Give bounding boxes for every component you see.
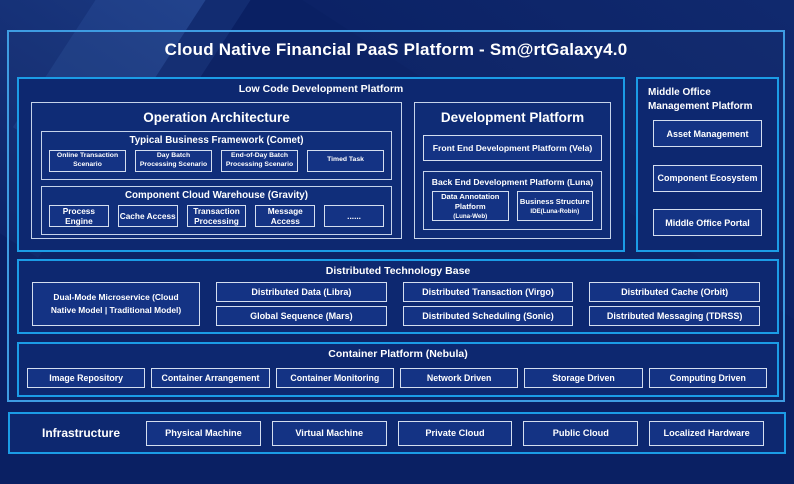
box-container-monitoring: Container Monitoring xyxy=(275,368,394,388)
distributed-column-2: Distributed Transaction (Virgo) Distribu… xyxy=(402,282,574,326)
container-platform-label: Container Platform (Nebula) xyxy=(328,348,468,360)
box-component-ecosystem: Component Ecosystem xyxy=(653,164,762,192)
platform-frame: Cloud Native Financial PaaS Platform - S… xyxy=(7,30,785,402)
box-transaction-processing: Transaction Processing xyxy=(186,204,247,228)
box-front-end-development-platform-vela: Front End Development Platform (Vela) xyxy=(423,135,602,161)
infrastructure-label: Infrastructure xyxy=(42,426,121,440)
box-data-annotation-platform-luna-web: Data Annotation Platform (Luna-Web) xyxy=(432,190,509,221)
section-middle-office-management-platform: Middle Office Management Platform Asset … xyxy=(636,77,779,252)
box-localized-hardware: Localized Hardware xyxy=(649,420,765,446)
subsection-operation-architecture: Operation Architecture Typical Business … xyxy=(31,102,402,239)
distributed-technology-base-body: Dual-Mode Microservice (Cloud Native Mod… xyxy=(32,282,761,326)
group-component-cloud-warehouse: Component Cloud Warehouse (Gravity) Proc… xyxy=(41,185,392,236)
group-typical-business-framework: Typical Business Framework (Comet) Onlin… xyxy=(41,131,392,180)
box-dual-mode-microservice: Dual-Mode Microservice (Cloud Native Mod… xyxy=(32,282,200,326)
box-image-repository: Image Repository xyxy=(27,368,146,388)
distributed-column-1: Distributed Data (Libra) Global Sequence… xyxy=(216,282,387,326)
box-virtual-machine: Virtual Machine xyxy=(271,420,387,446)
typical-business-framework-label: Typical Business Framework (Comet) xyxy=(129,135,304,146)
box-private-cloud: Private Cloud xyxy=(397,420,513,446)
middle-office-platform-label: Middle Office Management Platform xyxy=(648,87,753,112)
data-annotation-platform-title: Data Annotation Platform xyxy=(441,191,500,212)
container-platform-row: Image Repository Container Arrangement C… xyxy=(27,368,767,388)
operation-architecture-title: Operation Architecture xyxy=(143,110,290,125)
box-storage-driven: Storage Driven xyxy=(524,368,643,388)
data-annotation-platform-subtitle: (Luna-Web) xyxy=(453,213,488,220)
typical-business-framework-row: Online Transaction Scenario Day Batch Pr… xyxy=(42,147,391,179)
box-process-engine: Process Engine xyxy=(49,204,109,228)
box-distributed-transaction-virgo: Distributed Transaction (Virgo) xyxy=(402,282,574,302)
development-platform-title: Development Platform xyxy=(440,110,585,125)
distributed-column-3: Distributed Cache (Orbit) Distributed Me… xyxy=(589,282,761,326)
box-container-arrangement: Container Arrangement xyxy=(151,368,270,388)
box-distributed-data-libra: Distributed Data (Libra) xyxy=(216,282,387,302)
box-distributed-messaging-tdrss: Distributed Messaging (TDRSS) xyxy=(589,306,761,326)
box-day-batch-processing-scenario: Day Batch Processing Scenario xyxy=(135,150,212,172)
section-container-platform-nebula: Container Platform (Nebula) Image Reposi… xyxy=(17,342,779,397)
box-public-cloud: Public Cloud xyxy=(523,420,639,446)
back-end-row: Data Annotation Platform (Luna-Web) Busi… xyxy=(424,189,601,229)
box-physical-machine: Physical Machine xyxy=(146,420,261,446)
section-infrastructure: Infrastructure Physical Machine Virtual … xyxy=(8,412,786,454)
back-end-development-platform-label: Back End Development Platform (Luna) xyxy=(431,176,594,187)
box-business-structure-ide-luna-robin: Business Structure IDE(Luna-Robin) xyxy=(516,190,593,221)
box-network-driven: Network Driven xyxy=(399,368,519,388)
box-timed-task: Timed Task xyxy=(307,150,384,172)
box-global-sequence-mars: Global Sequence (Mars) xyxy=(216,306,387,326)
box-distributed-cache-orbit: Distributed Cache (Orbit) xyxy=(589,282,761,302)
infrastructure-row: Physical Machine Virtual Machine Private… xyxy=(146,420,765,446)
low-code-body: Operation Architecture Typical Business … xyxy=(31,102,611,239)
box-middle-office-portal: Middle Office Portal xyxy=(653,209,762,236)
distributed-technology-base-label: Distributed Technology Base xyxy=(325,265,471,277)
box-distributed-scheduling-sonic: Distributed Scheduling (Sonic) xyxy=(402,306,574,326)
box-message-access: Message Access xyxy=(255,204,316,228)
business-structure-title: Business Structure xyxy=(519,197,590,207)
section-low-code-development-platform: Low Code Development Platform Operation … xyxy=(17,77,625,252)
section-distributed-technology-base: Distributed Technology Base Dual-Mode Mi… xyxy=(17,259,779,334)
component-cloud-warehouse-row: Process Engine Cache Access Transaction … xyxy=(42,202,391,235)
box-ellipsis: ...... xyxy=(324,204,384,228)
page-title: Cloud Native Financial PaaS Platform - S… xyxy=(164,40,628,59)
business-structure-subtitle: IDE(Luna-Robin) xyxy=(530,207,580,215)
middle-office-items: Asset Management Component Ecosystem Mid… xyxy=(653,120,762,236)
box-cache-access: Cache Access xyxy=(117,204,178,228)
box-asset-management: Asset Management xyxy=(653,120,762,147)
box-end-of-day-batch-processing-scenario: End-of-Day Batch Processing Scenario xyxy=(221,150,298,172)
box-computing-driven: Computing Driven xyxy=(648,368,767,388)
box-online-transaction-scenario: Online Transaction Scenario xyxy=(49,150,126,172)
component-cloud-warehouse-label: Component Cloud Warehouse (Gravity) xyxy=(124,189,309,201)
group-back-end-development-platform-luna: Back End Development Platform (Luna) Dat… xyxy=(423,170,602,230)
subsection-development-platform: Development Platform Front End Developme… xyxy=(414,102,611,239)
low-code-platform-label: Low Code Development Platform xyxy=(238,83,404,95)
